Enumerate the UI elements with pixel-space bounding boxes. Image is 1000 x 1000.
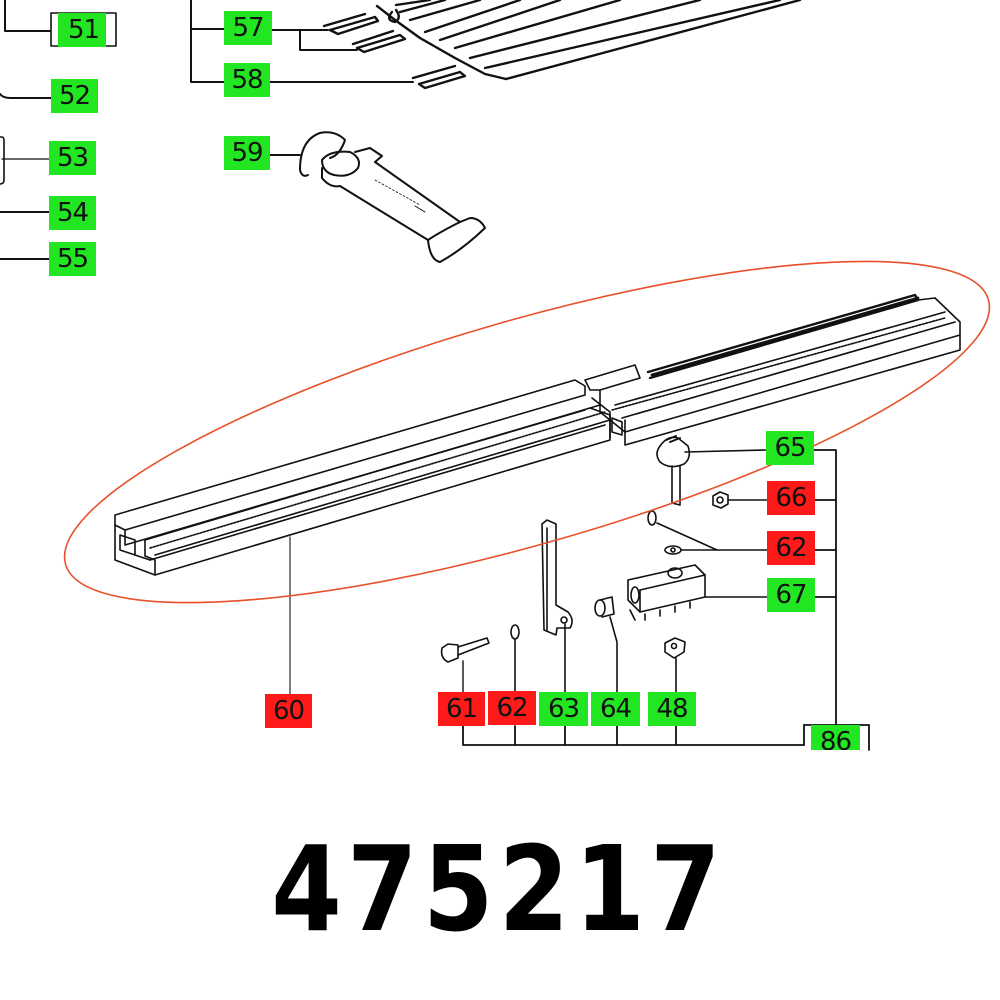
callout-64[interactable]: 64 — [591, 692, 640, 726]
callout-66[interactable]: 66 — [767, 481, 815, 515]
rail-set-drawing — [322, 0, 802, 90]
callout-62b[interactable]: 62 — [767, 531, 815, 565]
washer-drawing — [510, 510, 768, 693]
leader-lines-57-58 — [190, 0, 414, 83]
part-number: 475217 — [271, 820, 726, 958]
callout-48[interactable]: 48 — [648, 692, 696, 726]
highlight-ellipse — [63, 260, 991, 604]
callout-53[interactable]: 53 — [49, 141, 96, 175]
clamp-block-drawing — [627, 564, 768, 621]
callout-58[interactable]: 58 — [224, 63, 270, 97]
guide-rail-drawing — [114, 293, 961, 576]
callout-59[interactable]: 59 — [224, 136, 270, 170]
end-cap-drawing — [269, 131, 486, 263]
callout-60[interactable]: 60 — [265, 694, 312, 728]
callout-54[interactable]: 54 — [49, 196, 96, 230]
knob-drawing — [656, 435, 767, 506]
callout-67[interactable]: 67 — [767, 578, 815, 612]
slot-nut-drawing — [664, 637, 686, 693]
callout-86[interactable]: 86 — [811, 725, 860, 750]
callout-57[interactable]: 57 — [224, 11, 272, 45]
nut-drawing — [712, 491, 768, 509]
leader-lines-left — [0, 0, 117, 260]
callout-52[interactable]: 52 — [51, 79, 98, 113]
callout-65[interactable]: 65 — [766, 431, 814, 465]
leader-lines-bottom — [462, 725, 805, 746]
callout-51[interactable]: 51 — [58, 13, 106, 47]
bushing-drawing — [594, 596, 618, 693]
callout-55[interactable]: 55 — [49, 242, 96, 276]
screw-drawing — [440, 637, 490, 693]
callout-62a[interactable]: 62 — [488, 691, 536, 725]
lever-drawing — [541, 519, 573, 693]
callout-61[interactable]: 61 — [438, 692, 485, 726]
callout-63[interactable]: 63 — [539, 692, 588, 726]
